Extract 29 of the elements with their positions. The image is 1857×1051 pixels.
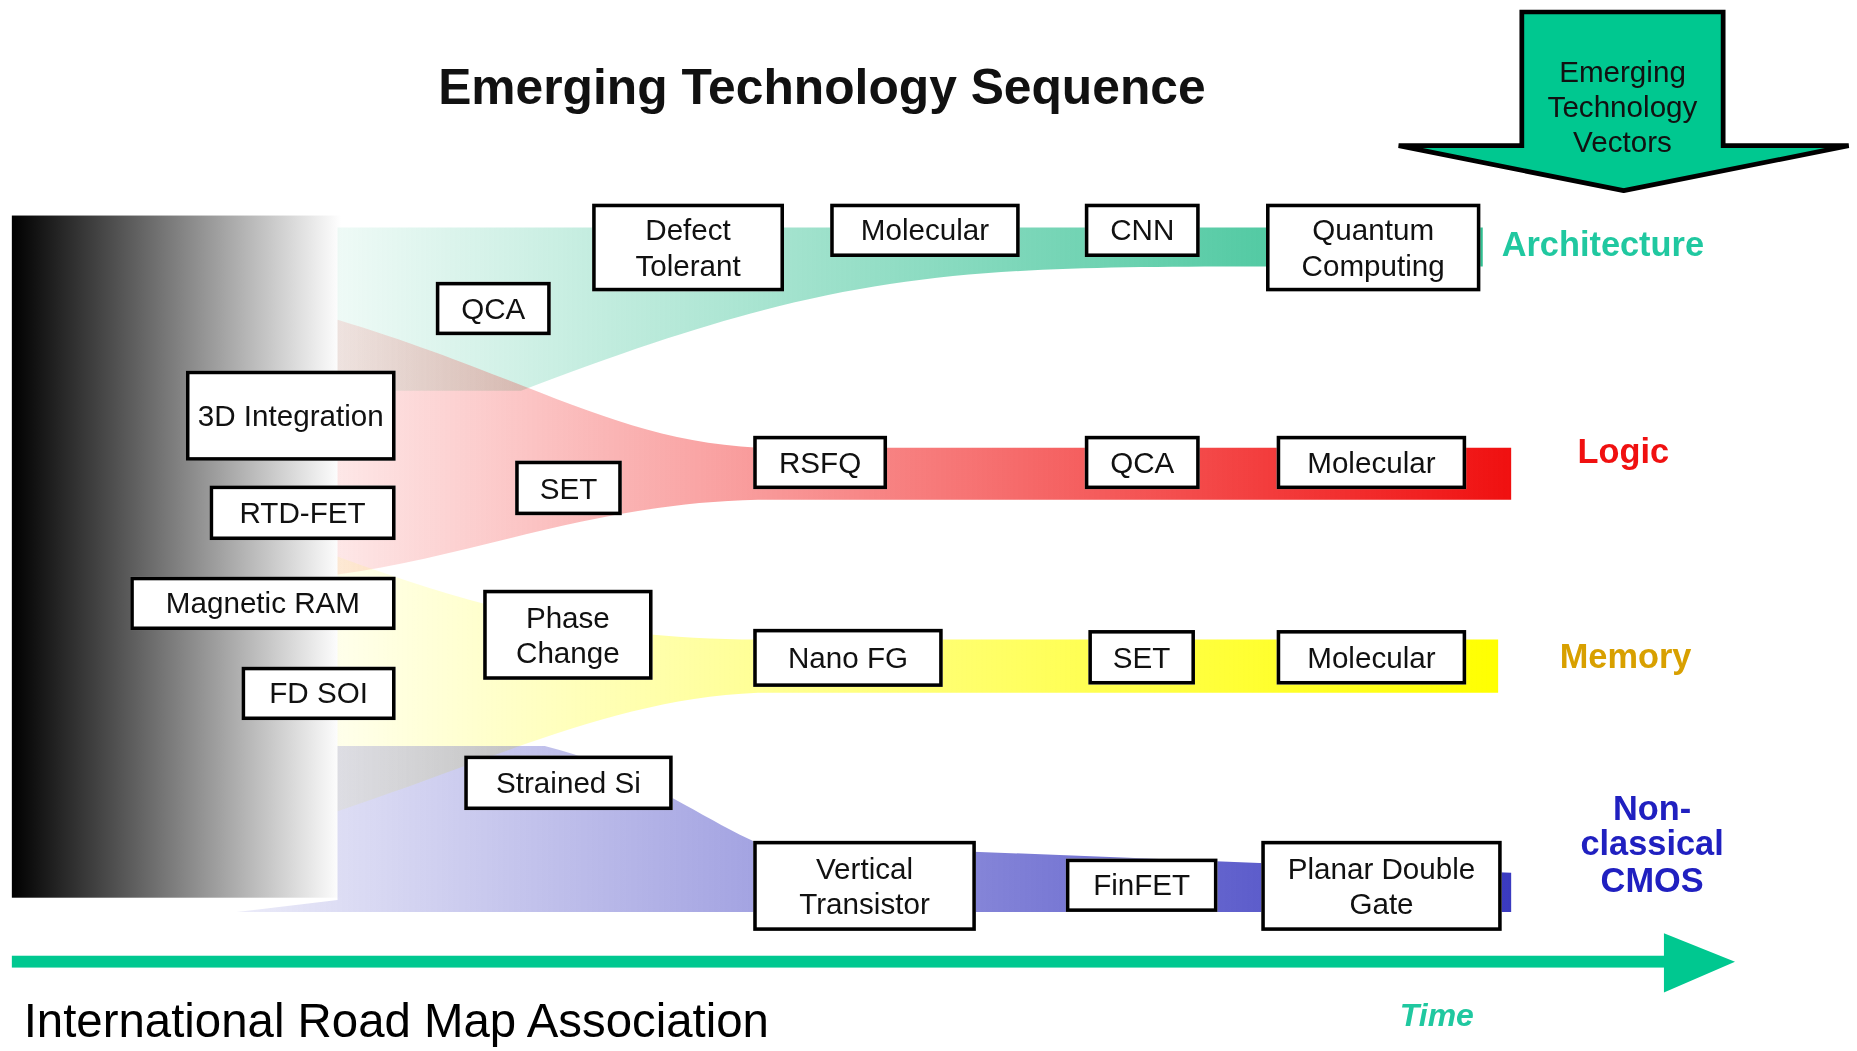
technology-box: Planar Double Gate <box>1261 840 1502 931</box>
technology-box: CNN <box>1084 203 1200 257</box>
technology-box: SET <box>1088 630 1195 685</box>
technology-box: QCA <box>435 281 551 336</box>
technology-box: Quantum Computing <box>1266 203 1481 292</box>
axis-label: Time <box>1399 997 1474 1034</box>
technology-box: FinFET <box>1065 858 1218 912</box>
technology-box: Defect Tolerant <box>592 203 784 292</box>
technology-box: QCA <box>1084 435 1200 490</box>
technology-box: Vertical Transistor <box>753 840 976 931</box>
band-label: Non-classical CMOS <box>1579 789 1725 899</box>
technology-box: Nano FG <box>753 628 943 687</box>
diagram-title: Emerging Technology Sequence <box>438 59 1206 117</box>
technology-box: Molecular <box>830 203 1020 257</box>
technology-box: Strained Si <box>464 755 673 811</box>
source-note: International Road Map Association <box>23 994 769 1049</box>
technology-box: RSFQ <box>753 435 888 490</box>
technology-box: SET <box>515 460 622 516</box>
technology-box: Magnetic RAM <box>130 576 396 631</box>
band-label: Logic <box>1577 432 1670 472</box>
arrow-label: Emerging Technology Vectors <box>1546 54 1699 160</box>
technology-box: Molecular <box>1276 435 1467 490</box>
technology-box: Molecular <box>1276 630 1467 685</box>
technology-box: RTD-FET <box>209 485 396 541</box>
band-label: Architecture <box>1501 225 1704 265</box>
technology-box: FD SOI <box>241 666 396 721</box>
technology-box: 3D Integration <box>185 370 396 461</box>
band-label: Memory <box>1559 637 1692 677</box>
technology-box: Phase Change <box>483 589 653 680</box>
